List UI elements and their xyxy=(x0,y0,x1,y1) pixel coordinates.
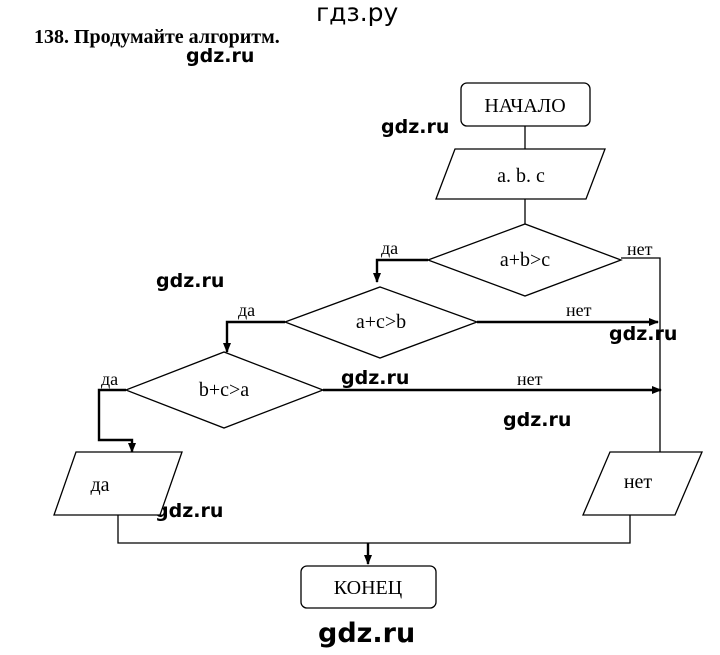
output-yes-node xyxy=(53,451,183,516)
output-yes-label: да xyxy=(90,474,109,496)
site-watermark-top: гдз.ру xyxy=(316,0,399,27)
edge-label-no-1: нет xyxy=(627,239,653,259)
edge-label-yes-1: да xyxy=(381,238,398,258)
output-no-node xyxy=(582,451,703,516)
end-node xyxy=(300,565,437,609)
edge-cond3-yes xyxy=(97,388,136,453)
watermark-2: gdz.ru xyxy=(381,116,450,138)
input-label: a. b. c xyxy=(497,165,545,187)
start-label: НАЧАЛО xyxy=(484,95,565,117)
input-node xyxy=(435,148,606,200)
edge-label-no-3: нет xyxy=(517,369,543,389)
end-label: КОНЕЦ xyxy=(334,577,402,599)
decision-3-label: b+c>a xyxy=(199,379,249,401)
task-title: 138. Продумайте алгоритм. xyxy=(34,26,280,48)
edge-label-yes-3: да xyxy=(101,369,118,389)
edge-label-no-2: нет xyxy=(566,300,592,320)
decision-1 xyxy=(426,223,623,297)
edge-outputs-merge xyxy=(117,515,631,544)
edge-cond2-yes xyxy=(223,320,285,353)
start-node xyxy=(460,82,591,127)
edge-label-yes-2: да xyxy=(238,300,255,320)
site-watermark-bottom: gdz.ru xyxy=(318,618,416,649)
watermark-1: gdz.ru xyxy=(186,45,255,67)
decision-1-label: a+b>c xyxy=(500,249,550,271)
connectors xyxy=(97,126,662,565)
decision-3 xyxy=(124,351,325,429)
watermark-7: gdz.ru xyxy=(155,500,224,522)
edge-cond1-no-line xyxy=(621,257,661,452)
watermark-5: gdz.ru xyxy=(341,367,410,389)
watermark-3: gdz.ru xyxy=(156,270,225,292)
decision-2-label: a+c>b xyxy=(356,311,406,333)
edge-cond1-yes xyxy=(373,258,428,283)
watermark-6: gdz.ru xyxy=(503,409,572,431)
output-no-label: нет xyxy=(624,471,653,493)
decision-2 xyxy=(283,286,479,359)
